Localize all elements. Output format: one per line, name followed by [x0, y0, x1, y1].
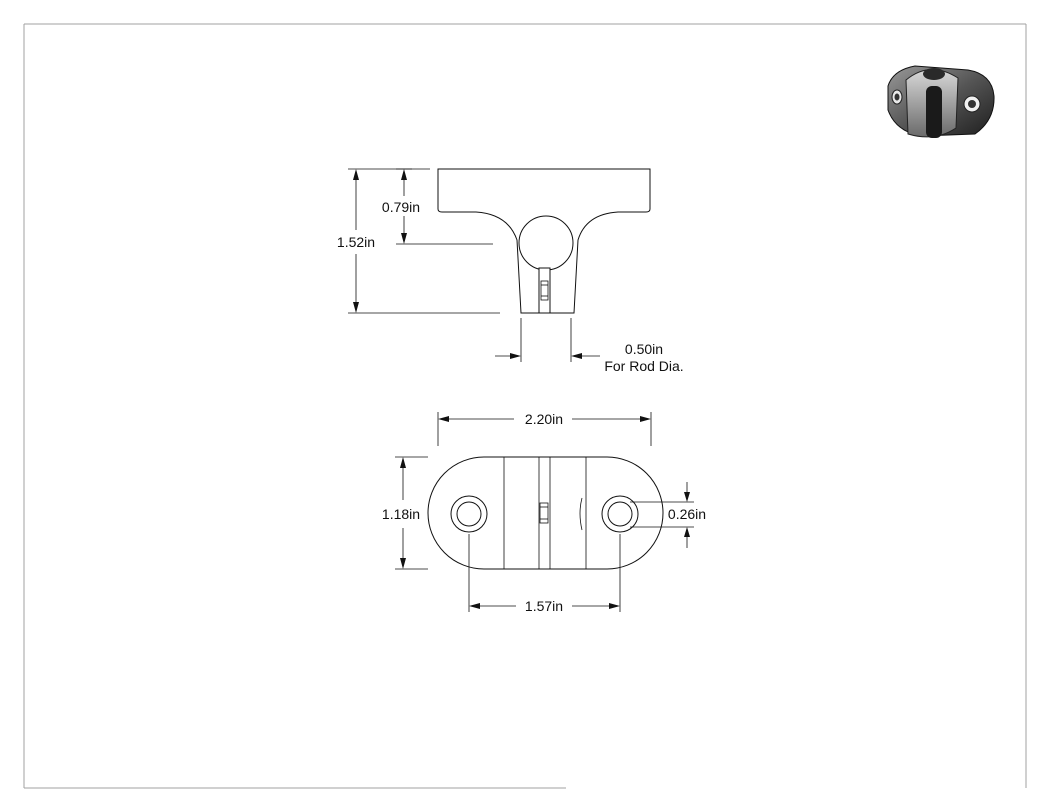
- dim-height-total-label: 1.52in: [337, 234, 375, 250]
- dim-rod-label: 0.50in: [625, 341, 663, 357]
- dim-hole-spacing-label: 1.57in: [525, 598, 563, 614]
- dimension-rod-diameter: 0.50in For Rod Dia.: [495, 318, 684, 374]
- clamp-isometric-icon: [887, 65, 995, 138]
- dim-rod-note: For Rod Dia.: [604, 358, 683, 374]
- dimension-hole-diameter: 0.26in: [630, 482, 706, 548]
- dim-height-upper-label: 0.79in: [382, 199, 420, 215]
- sheet-frame: [23, 23, 1027, 789]
- dim-width-label: 1.18in: [382, 506, 420, 522]
- dimension-width: 1.18in: [382, 456, 428, 570]
- top-view-part: [427, 456, 664, 570]
- front-view-part: [437, 168, 651, 314]
- dim-hole-label: 0.26in: [668, 506, 706, 522]
- dim-length-label: 2.20in: [525, 411, 563, 427]
- dimension-hole-spacing: 1.57in: [468, 534, 621, 614]
- dimension-height-total: 1.52in: [337, 168, 500, 314]
- dimension-length: 2.20in: [437, 411, 652, 446]
- dimension-height-upper: 0.79in: [382, 168, 493, 245]
